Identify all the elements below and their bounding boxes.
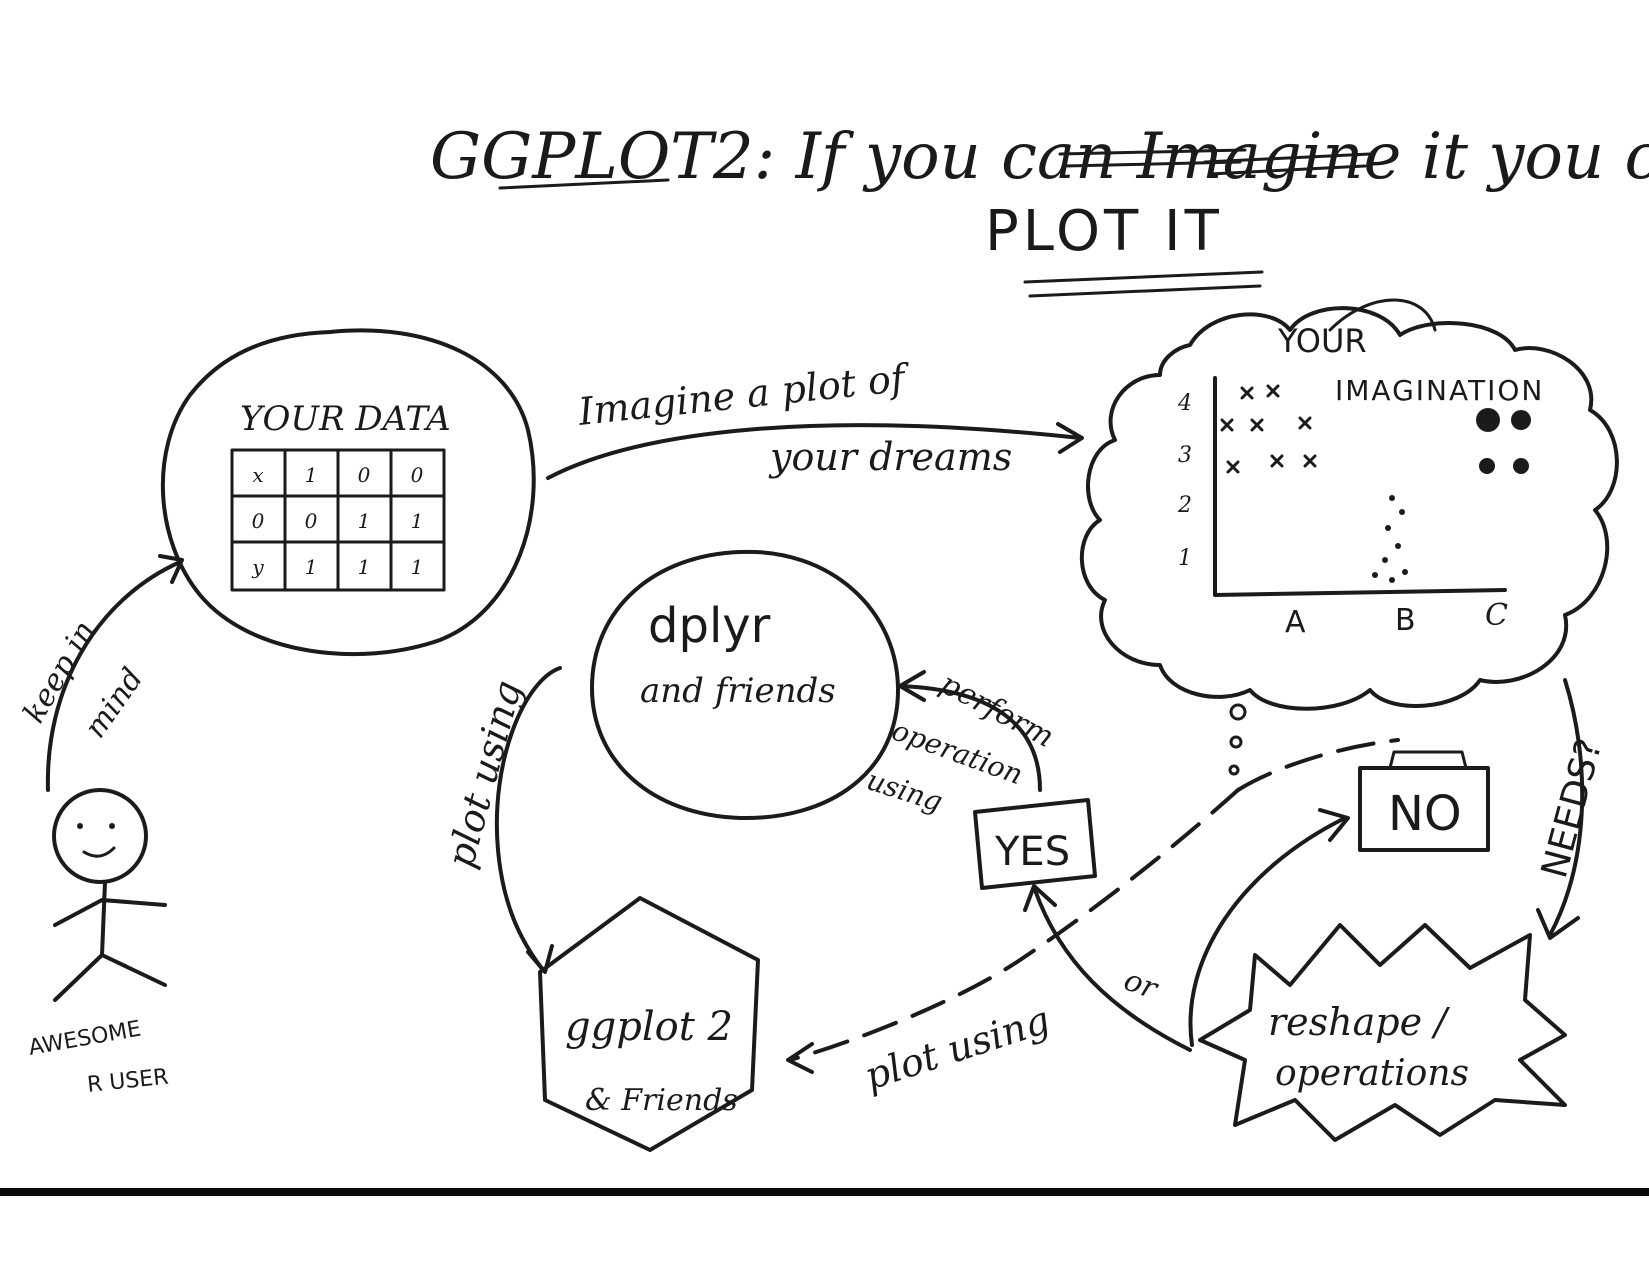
- x-tick-b: B: [1395, 603, 1416, 638]
- edge-perform-op: perform operation using: [863, 666, 1060, 818]
- cell-r2-c4: 1: [411, 509, 424, 533]
- cell-r2-c3: 1: [358, 509, 371, 533]
- edge-perform-line3: using: [863, 763, 947, 818]
- edge-plot-using-bottom-label: plot using: [859, 997, 1055, 1098]
- dplyr-node: dplyr and friends: [590, 549, 900, 821]
- data-table: x 1 0 0 0 0 1 1 y 1 1 1: [230, 448, 446, 592]
- user-label-2: R USER: [86, 1065, 170, 1098]
- ggplot2-friends-label: & Friends: [585, 1083, 738, 1118]
- user-smile: [82, 846, 116, 858]
- no-node: NO: [1358, 750, 1490, 852]
- arrow-plot-bottom: [788, 788, 1240, 1062]
- yes-node: YES: [973, 798, 1097, 890]
- arrow-needs: [1548, 678, 1585, 937]
- cell-r3-c1: y: [251, 555, 264, 579]
- reshape-label-2: operations: [1275, 1053, 1469, 1094]
- title-underline-plot-it: [1023, 270, 1264, 298]
- edge-imagine-plot: Imagine a plot of your dreams: [546, 355, 1084, 480]
- imagination-node: YOUR IMAGINATION 4 3 2 1 A B C: [1079, 298, 1619, 776]
- arrow-or-yes-head: [1023, 884, 1057, 912]
- arrow-reshape-no-head: [1318, 808, 1350, 842]
- title-underline-ggplot: [498, 178, 670, 190]
- y-tick-3: 3: [1178, 443, 1192, 468]
- yes-box: [973, 798, 1097, 890]
- edge-plot-using-left: plot using: [438, 666, 562, 974]
- cell-r3-c2: 1: [305, 555, 318, 579]
- cell-r1-c3: 0: [358, 463, 371, 487]
- cell-r1-c4: 0: [411, 463, 424, 487]
- arrow-keep-head: [158, 554, 184, 584]
- arrow-or-yes: [1033, 888, 1192, 1052]
- your-data-blob: [160, 328, 536, 657]
- y-tick-2: 2: [1177, 493, 1192, 518]
- edge-keep-line2: mind: [78, 662, 151, 745]
- edge-needs: NEEDS?: [1534, 678, 1610, 940]
- title-line2: PLOT IT: [985, 199, 1223, 264]
- edge-or-label: or: [1119, 963, 1163, 1008]
- arrow-perform: [898, 684, 1042, 792]
- cell-r2-c2: 0: [305, 509, 318, 533]
- cell-r1-c1: x: [252, 463, 263, 487]
- cell-r2-c1: 0: [252, 509, 265, 533]
- user-label-1: AWESOME: [27, 1017, 143, 1061]
- edge-imagine-line1: Imagine a plot of: [575, 355, 912, 434]
- edge-reshape-no: [1188, 808, 1350, 1047]
- y-tick-1: 1: [1178, 546, 1192, 571]
- imagination-label-2: IMAGINATION: [1335, 374, 1544, 407]
- ggplot2-node: ggplot 2 & Friends: [538, 896, 760, 1152]
- yes-label: YES: [994, 829, 1070, 875]
- arrow-plot-bottom-head: [786, 1042, 814, 1074]
- user-body: [53, 880, 167, 1002]
- no-box-tab: [1388, 750, 1468, 770]
- scan-edge: [0, 1188, 1649, 1196]
- ggplot2-hexagon: [538, 896, 760, 1152]
- user-head: [52, 788, 148, 884]
- your-data-node: YOUR DATA x 1 0 0 0 0 1 1 y 1 1 1: [160, 328, 536, 657]
- arrow-perform-head: [898, 670, 926, 702]
- your-data-label: YOUR DATA: [240, 399, 451, 439]
- dashed-to-no: [1236, 738, 1400, 792]
- user-eye-left: [77, 823, 83, 829]
- reshape-starburst: [1198, 923, 1567, 1142]
- cross-markers: [1220, 384, 1317, 474]
- edge-imagine-line2: your dreams: [768, 435, 1012, 479]
- arrow-plot-left-head: [526, 944, 554, 974]
- dot-markers: [1372, 408, 1531, 583]
- ggplot2-label: ggplot 2: [565, 1004, 733, 1050]
- cloud-puff: [1328, 298, 1437, 332]
- arrow-imagine: [546, 423, 1082, 480]
- reshape-label-1: reshape /: [1268, 1000, 1450, 1044]
- edge-needs-label: NEEDS?: [1534, 734, 1610, 882]
- thought-bubbles: [1228, 703, 1247, 776]
- title-underline-it: [1203, 152, 1372, 176]
- dplyr-friends-label: and friends: [640, 671, 836, 711]
- user-eye-right: [109, 823, 115, 829]
- edge-plot-using-left-label: plot using: [438, 676, 530, 872]
- edge-keep-in-mind: keep in mind: [17, 554, 184, 792]
- arrow-imagine-head: [1056, 422, 1084, 454]
- no-label: NO: [1388, 786, 1462, 842]
- arrow-needs-head: [1536, 908, 1580, 940]
- x-tick-c: C: [1485, 598, 1508, 633]
- arrow-reshape-no: [1188, 816, 1347, 1047]
- x-tick-a: A: [1285, 605, 1306, 640]
- user-node: AWESOME R USER: [27, 788, 170, 1098]
- imagination-axes: [1213, 376, 1507, 597]
- reshape-node: reshape / operations: [1198, 923, 1567, 1142]
- imagination-label-1: YOUR: [1277, 322, 1367, 360]
- cell-r1-c2: 1: [305, 463, 318, 487]
- y-tick-4: 4: [1177, 391, 1192, 416]
- cell-r3-c3: 1: [358, 555, 371, 579]
- dplyr-label: dplyr: [648, 598, 771, 654]
- title: GGPLOT2: If you can Imagine it you can P…: [430, 120, 1649, 298]
- cell-r3-c4: 1: [411, 555, 424, 579]
- dplyr-circle: [590, 549, 900, 821]
- imagination-cloud: [1079, 306, 1619, 711]
- no-box: [1358, 766, 1490, 852]
- arrow-keep: [45, 560, 182, 792]
- arrow-plot-left: [494, 666, 562, 972]
- data-table-grid: [230, 448, 446, 592]
